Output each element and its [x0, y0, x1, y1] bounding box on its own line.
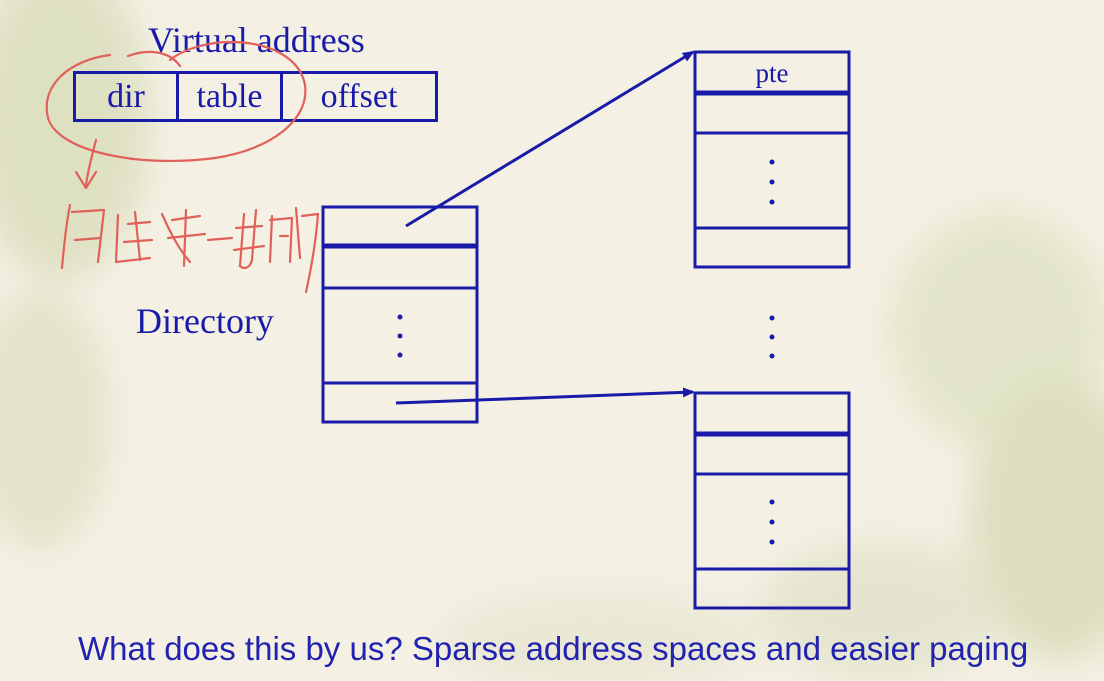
arrow-to-bottom-table — [395, 387, 695, 405]
handwritten-annotation — [45, 40, 320, 294]
table-field: table — [176, 71, 283, 122]
directory-ellipsis — [397, 314, 403, 358]
page-tables-ellipsis — [769, 315, 775, 359]
page-table-bottom-ellipsis — [769, 499, 775, 545]
directory-table — [321, 205, 479, 424]
arrow-to-top-table — [405, 50, 695, 228]
slide-caption: What does this by us? Sparse address spa… — [78, 630, 1029, 667]
page-table-top-ellipsis — [769, 159, 775, 205]
directory-label: Directory — [136, 301, 274, 341]
offset-field: offset — [280, 71, 438, 122]
pte-label: pte — [755, 58, 789, 88]
page-table-top — [693, 50, 851, 269]
page-table-bottom — [693, 391, 851, 610]
